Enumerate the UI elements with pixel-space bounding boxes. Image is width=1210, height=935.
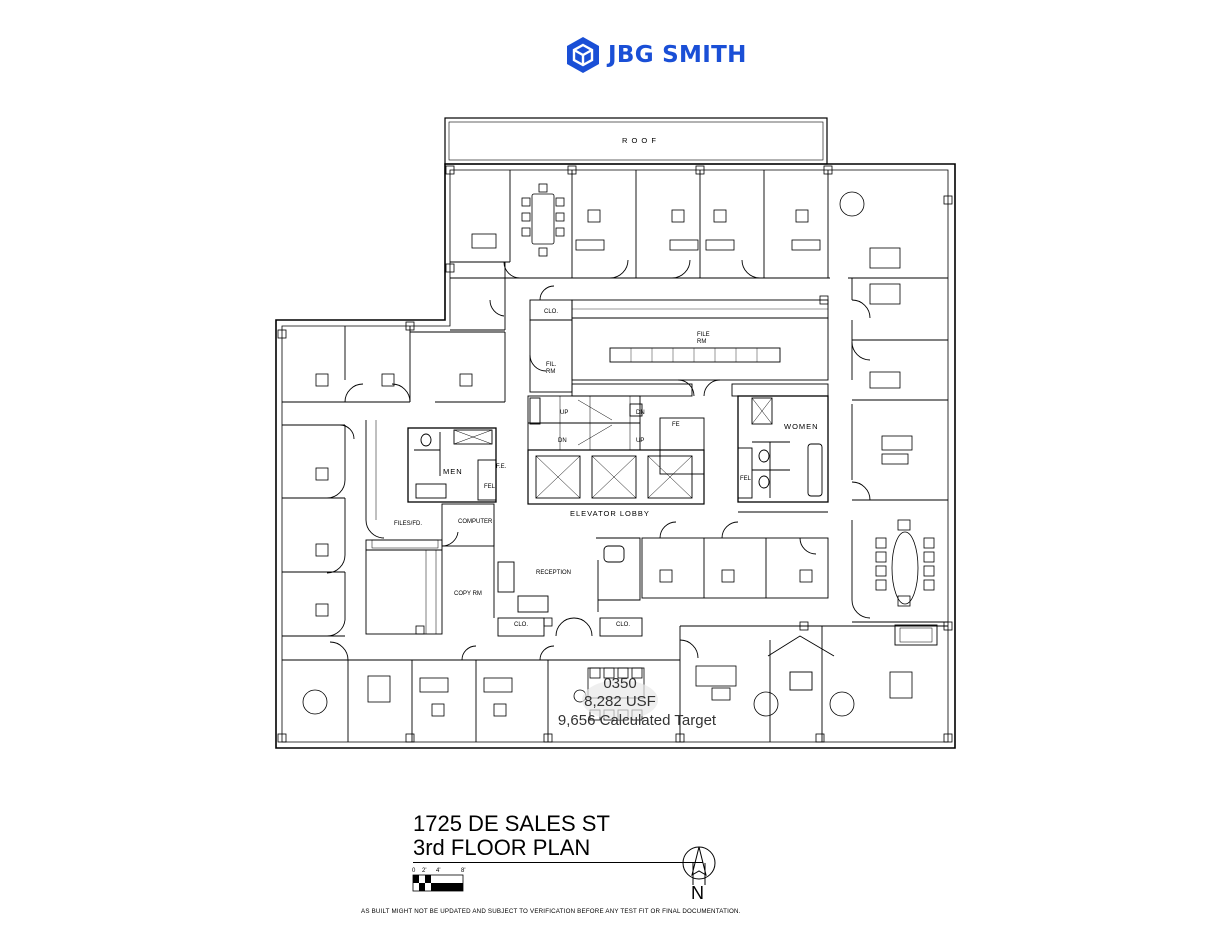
scale-tick-4: 4'	[436, 868, 440, 874]
womens-restroom	[737, 395, 829, 513]
roof-label: R O O F	[622, 136, 657, 145]
mens-room-label: MEN	[443, 467, 463, 476]
scale-tick-8: 8'	[461, 868, 465, 874]
scale-tick-0: 0	[412, 868, 416, 874]
floor-title: 3rd FLOOR PLAN	[413, 835, 591, 860]
fe-men-label: F.E.	[496, 464, 507, 470]
south-center-offices	[641, 521, 829, 599]
core-stairs-elevators	[527, 395, 705, 505]
reception-label: RECEPTION	[536, 570, 571, 576]
closet-label-se: CLO.	[616, 622, 630, 628]
file-room	[529, 285, 829, 397]
conference-furniture	[521, 183, 935, 721]
fel-men-label: FEL	[484, 484, 496, 490]
scale-tick-2: 2'	[422, 868, 426, 874]
stair-up-label-2: UP	[636, 438, 644, 444]
east-offices	[848, 277, 948, 646]
copy-room-label: COPY RM	[454, 591, 482, 597]
structural-columns	[277, 165, 953, 743]
stair-dn-label-2: DN	[558, 438, 567, 444]
stair-dn-label: DN	[636, 410, 645, 416]
suite-number: 0350	[603, 675, 636, 692]
closet-label: CLO.	[544, 309, 558, 315]
title-block: 1725 DE SALES ST 3rd FLOOR PLAN	[413, 812, 610, 860]
womens-room-label: WOMEN	[784, 422, 819, 431]
brand-name: JBG SMITH	[608, 42, 747, 68]
area-callout: 0350 8,282 USF 9,656 Calculated Target	[558, 675, 717, 729]
fel-women-label: FEL	[740, 476, 752, 482]
disclaimer-text: AS BUILT MIGHT NOT BE UPDATED AND SUBJEC…	[361, 908, 741, 915]
building-outline	[275, 163, 956, 749]
north-letter: N	[691, 883, 704, 903]
elevator-lobby-label: ELEVATOR LOBBY	[570, 509, 650, 518]
cube-logo-icon	[567, 37, 599, 73]
fire-ext-label: FE	[672, 422, 680, 428]
round-tables	[302, 191, 865, 717]
stair-up-label: UP	[560, 410, 568, 416]
brand-logo: JBG SMITH	[566, 35, 747, 75]
scale-bar: 0 2' 4' 8'	[412, 868, 465, 892]
reception-area	[493, 520, 643, 637]
title-rule	[413, 862, 703, 863]
west-offices	[282, 326, 506, 637]
south-offices	[282, 625, 948, 742]
copy-room	[365, 420, 495, 635]
usable-area: 8,282 USF	[584, 693, 656, 710]
calculated-target: 9,656 Calculated Target	[558, 712, 717, 729]
files-label: FILES/FD.	[394, 521, 422, 527]
north-arrow-icon: N	[682, 846, 716, 903]
closet-label-sw: CLO.	[514, 622, 528, 628]
north-offices	[450, 170, 830, 331]
building-address: 1725 DE SALES ST	[413, 811, 610, 836]
file-room-left-label: FIL.RM	[546, 362, 557, 375]
office-desks	[315, 209, 913, 717]
mens-restroom	[407, 427, 497, 503]
computer-label: COMPUTER	[458, 519, 493, 525]
